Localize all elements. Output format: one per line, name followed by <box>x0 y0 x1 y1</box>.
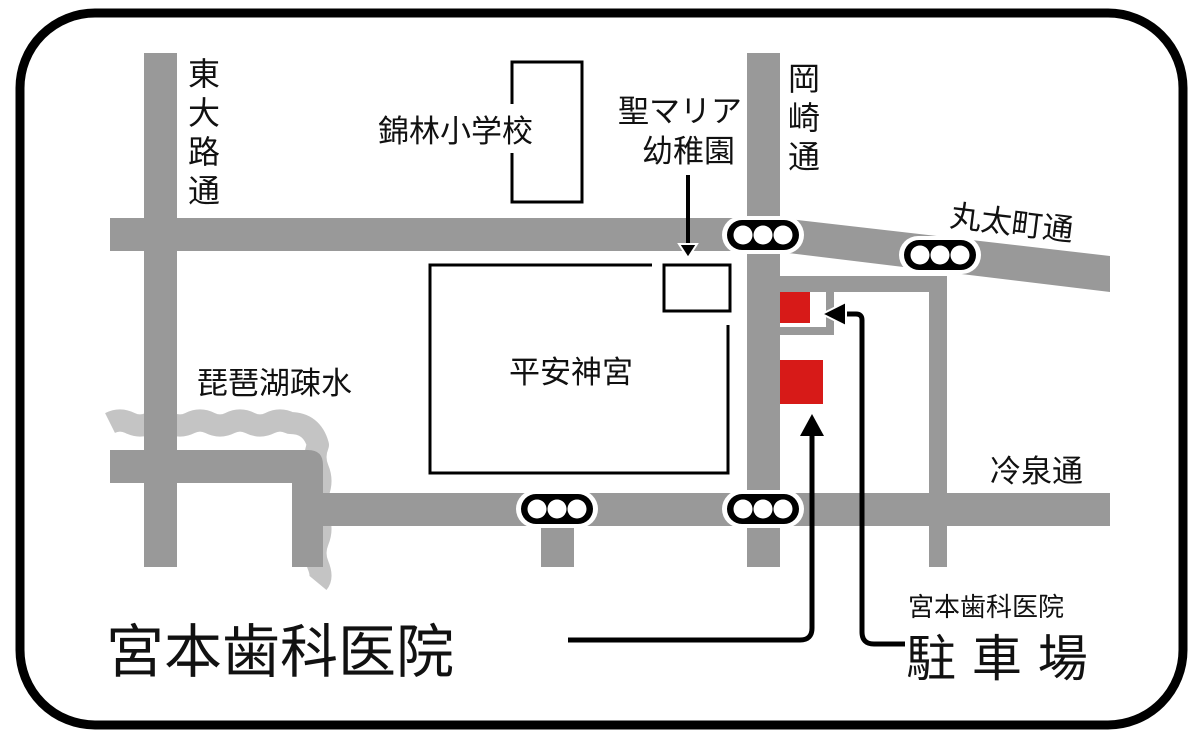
street-label-okazaki-char: 通 <box>788 138 820 176</box>
street-label-higashioji-char: 東 <box>188 55 220 93</box>
waterway-label-biwako-sosui: 琵琶湖疎水 <box>197 366 352 402</box>
clinic-pointer-arrowhead <box>800 414 824 436</box>
landmark-label-heian-jingu: 平安神宮 <box>509 355 633 391</box>
parking-lot-marker[interactable] <box>780 292 810 323</box>
parking-caption-label: 宮本歯科医院 <box>908 593 1064 623</box>
clinic-name-label: 宮本歯科医院 <box>106 618 454 686</box>
landmark-label-st-maria-line2: 幼稚園 <box>642 134 735 170</box>
traffic-light-icon <box>899 236 981 274</box>
landmark-label-st-maria-line1: 聖マリア <box>618 94 742 130</box>
parking-label: 駐 車 場 <box>906 630 1088 688</box>
st-maria-kindergarten-outline <box>662 263 732 313</box>
traffic-light-icon <box>516 490 598 528</box>
heian-jingu-outline <box>428 263 730 475</box>
kindergarten-arrow-head <box>677 243 699 260</box>
road-marutamachi-west <box>110 218 750 251</box>
street-label-okazaki: 岡 崎 通 <box>788 60 820 176</box>
road-southwest <box>110 450 323 567</box>
street-label-okazaki-char: 岡 <box>788 60 820 98</box>
traffic-light-icon <box>722 490 804 528</box>
street-label-reisen: 冷泉通 <box>990 454 1083 490</box>
street-label-higashioji-char: 路 <box>188 133 220 171</box>
street-label-higashioji: 東 大 路 通 <box>188 55 220 210</box>
road-reisen <box>292 493 1110 526</box>
road-stub-south <box>541 526 574 567</box>
landmark-label-kinrin-school: 錦林小学校 <box>378 114 533 150</box>
road-east-vertical <box>929 276 947 567</box>
street-label-okazaki-char: 崎 <box>788 99 820 137</box>
road-okazaki <box>747 53 780 567</box>
clinic-pointer-line <box>568 430 815 643</box>
street-label-higashioji-char: 大 <box>188 94 220 132</box>
parking-pointer-line <box>840 311 905 647</box>
traffic-signals <box>516 216 981 528</box>
street-label-higashioji-char: 通 <box>188 172 220 210</box>
road-higashioji <box>144 53 177 567</box>
road-parking-access <box>780 276 947 292</box>
parking-enclosure-bottom <box>773 327 834 335</box>
kinrin-school-outline <box>510 60 584 204</box>
clinic-marker[interactable] <box>780 360 823 404</box>
parking-pointer-arrowhead <box>819 300 847 328</box>
traffic-light-icon <box>722 216 804 254</box>
